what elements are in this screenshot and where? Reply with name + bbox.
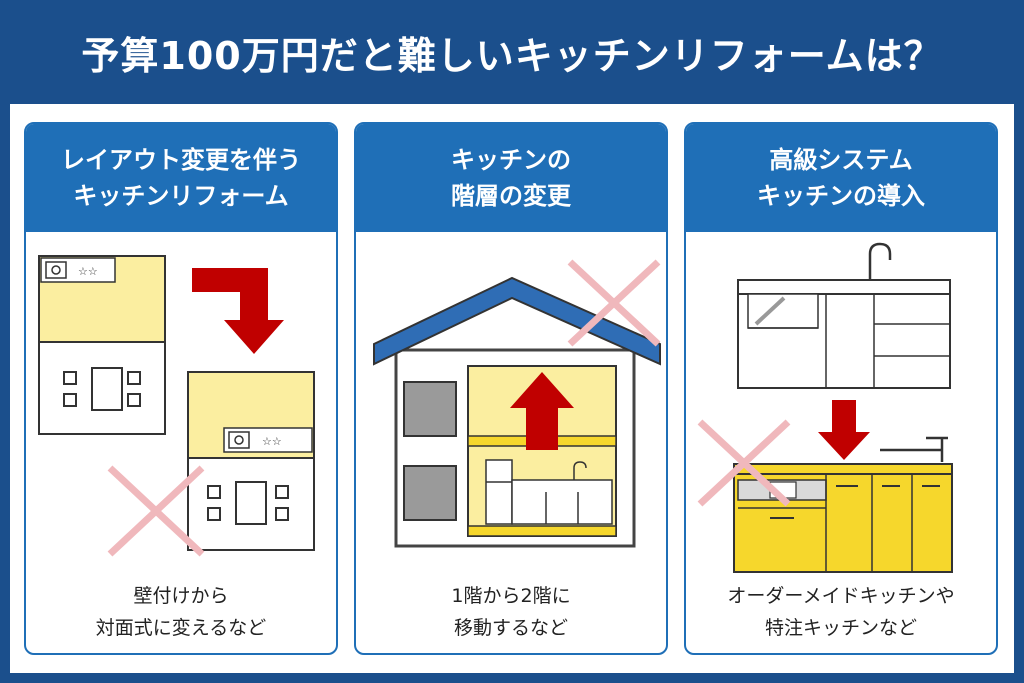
not-possible-cross-icon xyxy=(107,465,205,557)
card-caption: オーダーメイドキッチンや 特注キッチンなど xyxy=(686,580,996,644)
house-icon xyxy=(373,276,661,548)
card-premium-kitchen: 高級システム キッチンの導入 xyxy=(684,122,998,655)
not-possible-cross-icon xyxy=(567,259,661,347)
card-heading-line1: レイアウト変更を伴う xyxy=(61,146,301,174)
svg-text:☆☆: ☆☆ xyxy=(262,435,282,448)
card-floor-change: キッチンの 階層の変更 xyxy=(354,122,668,655)
card-layout-change: レイアウト変更を伴う キッチンリフォーム ☆☆ xyxy=(24,122,338,655)
move-up-arrow-icon xyxy=(510,372,574,450)
card-caption-line2: 特注キッチンなど xyxy=(764,617,917,639)
wall-kitchen-plan: ☆☆ xyxy=(38,255,166,435)
basic-kitchen-icon xyxy=(737,242,951,389)
card-header: 高級システム キッチンの導入 xyxy=(686,124,996,232)
card-caption-line1: オーダーメイドキッチンや xyxy=(727,585,955,607)
svg-text:☆☆: ☆☆ xyxy=(78,265,98,278)
premium-kitchen-illustration xyxy=(697,242,953,573)
card-caption-line2: 移動するなど xyxy=(453,617,568,639)
page-title: 予算100万円だと難しいキッチンリフォームは？ xyxy=(81,33,943,78)
card-heading-line2: 階層の変更 xyxy=(451,182,571,210)
change-arrow-icon xyxy=(192,268,284,354)
not-possible-cross-icon xyxy=(697,419,791,507)
upgrade-arrow-icon xyxy=(818,400,870,460)
card-caption-line2: 対面式に変えるなど xyxy=(95,617,267,639)
card-caption-line1: 壁付けから xyxy=(133,585,229,607)
card-heading-line1: キッチンの xyxy=(451,146,571,174)
card-heading-line1: 高級システム xyxy=(769,146,913,174)
card-caption: 1階から2階に 移動するなど xyxy=(356,580,666,644)
card-header: レイアウト変更を伴う キッチンリフォーム xyxy=(26,124,336,232)
card-heading-line2: キッチンリフォーム xyxy=(73,182,289,210)
layout-change-illustration: ☆☆ ☆☆ xyxy=(38,255,315,557)
card-caption: 壁付けから 対面式に変えるなど xyxy=(26,580,336,644)
card-heading-line2: キッチンの導入 xyxy=(757,182,925,210)
card-caption-line1: 1階から2階に xyxy=(451,585,571,607)
floor-change-illustration xyxy=(373,259,661,548)
counter-kitchen-plan: ☆☆ xyxy=(187,371,315,551)
card-header: キッチンの 階層の変更 xyxy=(356,124,666,232)
